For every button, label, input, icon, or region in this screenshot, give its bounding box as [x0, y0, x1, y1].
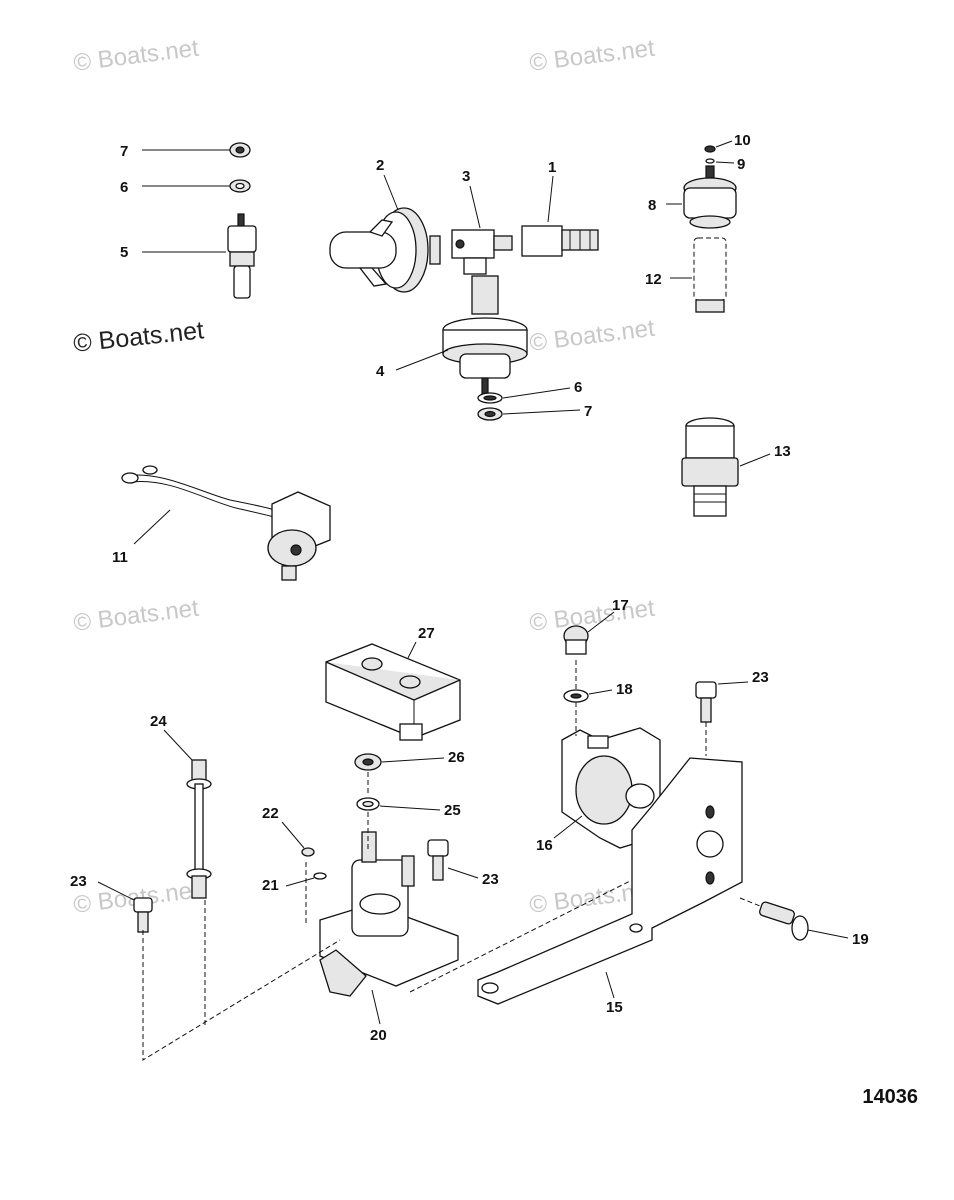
washer-part-6-lower	[477, 392, 503, 404]
callout-26: 26	[448, 749, 465, 766]
bracket-plate-part-15	[477, 757, 743, 1005]
callout-18: 18	[616, 681, 633, 698]
nut-part-7	[229, 142, 251, 158]
nut-part-10	[704, 145, 716, 153]
callout-15: 15	[606, 999, 623, 1016]
callout-2: 2	[376, 157, 384, 174]
washer-part-6	[229, 179, 251, 193]
switch-part-8	[683, 165, 737, 229]
callout-24: 24	[150, 713, 167, 730]
nut-part-26	[354, 753, 382, 771]
fitting-part-12	[693, 237, 727, 313]
callout-23-right: 23	[752, 669, 769, 686]
assembly-line	[739, 897, 761, 907]
callout-7: 7	[120, 143, 128, 160]
screw-part-23-right	[695, 681, 717, 723]
callout-19: 19	[852, 931, 869, 948]
tee-fitting-part-3	[451, 229, 513, 275]
callout-21: 21	[262, 877, 279, 894]
callout-23-middle: 23	[482, 871, 499, 888]
screw-part-19	[759, 901, 809, 941]
callout-6-lower: 6	[574, 379, 582, 396]
callout-4: 4	[376, 363, 385, 380]
screw-part-23-left	[133, 897, 153, 933]
washer-part-21	[313, 872, 327, 880]
stud-part-24	[186, 759, 212, 899]
callout-23-left: 23	[70, 873, 87, 890]
callout-13: 13	[774, 443, 791, 460]
screw-part-23-middle	[427, 839, 449, 881]
callout-25: 25	[444, 802, 461, 819]
cap-part-17	[563, 625, 589, 655]
callout-10: 10	[734, 132, 751, 149]
assembly-line	[409, 879, 633, 993]
relay-part-16	[561, 727, 661, 849]
callout-3: 3	[462, 168, 470, 185]
callout-8: 8	[648, 197, 656, 214]
callout-7-lower: 7	[584, 403, 592, 420]
callout-12: 12	[645, 271, 662, 288]
callout-22: 22	[262, 805, 279, 822]
sender-part-5	[227, 213, 257, 299]
callout-17: 17	[612, 597, 629, 614]
harness-part-11	[121, 465, 331, 581]
hose-fitting-part-1	[521, 225, 599, 257]
callout-6: 6	[120, 179, 128, 196]
figure-number: 14036	[862, 1086, 918, 1108]
callout-5: 5	[120, 244, 128, 261]
sensor-part-4	[442, 275, 528, 395]
washer-part-9	[705, 158, 715, 164]
callout-11: 11	[112, 549, 128, 566]
bracket-part-27	[325, 643, 461, 741]
solenoid-part-20	[319, 831, 459, 997]
nut-part-7-lower	[477, 407, 503, 421]
washer-part-18	[563, 689, 589, 703]
assembly-line	[142, 930, 341, 1061]
switch-part-2	[329, 207, 441, 293]
callout-16: 16	[536, 837, 553, 854]
nut-part-22	[301, 847, 315, 857]
callout-20: 20	[370, 1027, 387, 1044]
fitting-part-13	[681, 417, 739, 517]
washer-part-25	[356, 797, 380, 811]
callout-9: 9	[737, 156, 745, 173]
callout-27: 27	[418, 625, 435, 642]
callout-1: 1	[548, 159, 556, 176]
